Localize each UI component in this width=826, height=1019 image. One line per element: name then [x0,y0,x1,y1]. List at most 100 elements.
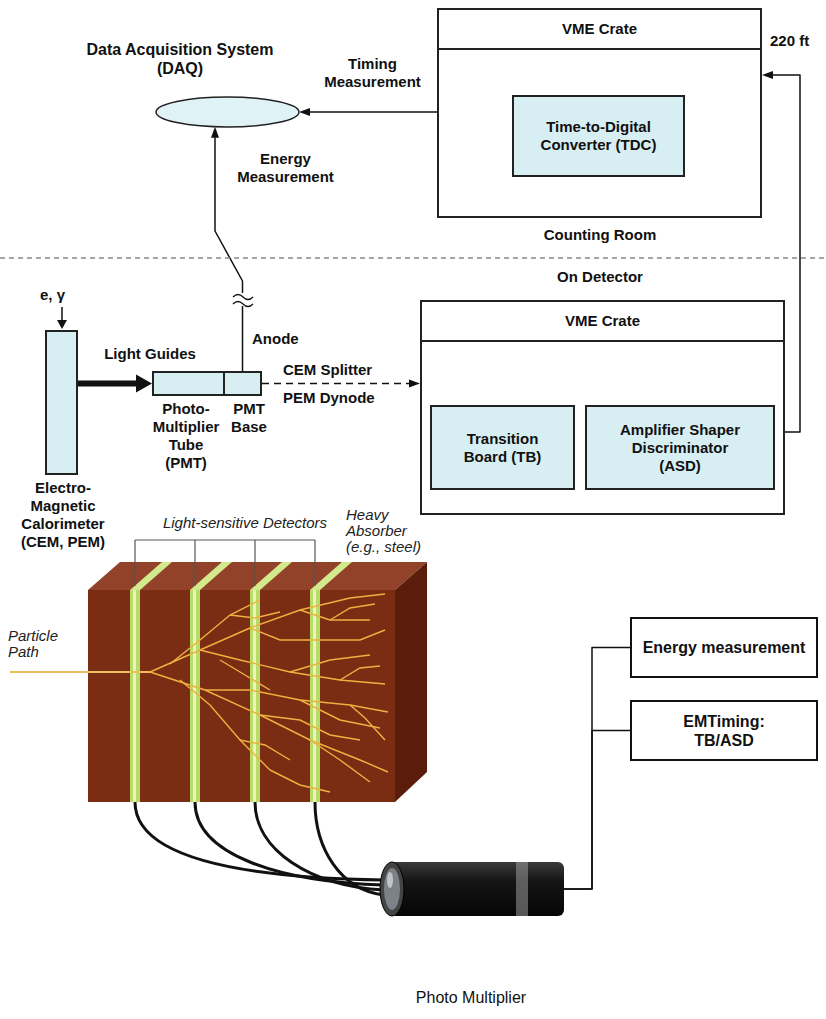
signal-label: PEM Dynode [283,389,393,407]
cable-break-part [233,302,253,307]
detector-bracket-part [194,540,195,586]
particle-shower-part [180,680,270,770]
illustration-label: Heavy Absorber (e.g., steel) [346,507,434,555]
photomultiplier-picture [378,858,564,920]
detector-slabs-part [133,590,136,802]
detector-slabs-part [193,590,196,802]
tube-glass [384,868,400,910]
detector-bracket [135,540,315,586]
box-label: Time-to-Digital Converter (TDC) [539,118,659,154]
arrow-head [136,375,152,393]
glass-highlight [387,872,393,888]
optical-fibers [135,802,384,895]
tube-body [390,862,564,916]
connector [299,108,437,116]
region-label: Counting Room [500,226,700,244]
particle-shower-part [270,770,330,792]
connector-label: 220 ft [770,32,824,50]
connector-line [564,731,630,890]
connector [564,648,630,890]
particle-shower-part [240,740,290,760]
detector-slabs-part [310,590,320,802]
absorber-block-part [88,590,395,802]
connector-line [262,383,412,385]
connector [564,731,630,890]
connector-line [564,648,630,890]
optical-fibers-part [195,802,384,885]
arrow-head [762,71,773,79]
particle-shower-part [200,650,385,684]
detector-bracket-part [134,540,135,586]
tdc-box: Time-to-Digital Converter (TDC) [512,95,685,177]
node-caption: PMT Base [226,400,272,436]
detector-slabs-part [313,590,316,802]
node-caption: Photo Multiplier [378,988,564,1007]
daq-ellipse: Data Acquisition System (DAQ) [70,40,300,128]
particle-shower-part [150,594,385,672]
absorber-block-part [88,562,427,590]
particle-arrow-part [57,320,67,329]
particle-shower [150,594,388,792]
arrow-head [211,127,219,138]
output-box: EMTiming: TB/ASD [630,700,818,761]
detector-bracket-part [314,540,315,586]
particle-shower-part [310,740,370,782]
particle-shower-part [330,604,375,620]
connector [78,375,152,393]
detector-slabs-part [250,590,260,802]
connector-label: CEM Splitter [283,361,393,379]
arrow-head [409,380,420,388]
cable-break-part [233,295,253,300]
particle-shower-part [350,705,385,740]
absorber-block [88,562,427,802]
node-title: Data Acquisition System (DAQ) [70,40,290,78]
photomultiplier: Photo Multiplier [378,858,564,1012]
vme-crate: VME CrateTransition Board (TB) Amplifier … [420,300,785,515]
connector-label: Light Guides [90,345,210,363]
detector-slabs-part [130,590,140,802]
particle-shower-part [300,610,370,620]
particle-shower-part [250,628,385,640]
detector-bracket-part [254,540,255,586]
node-caption: Photo- Multiplier Tube (PMT) [148,400,224,472]
particle-arrow-part [61,307,63,321]
pmt-box: Photo- Multiplier Tube (PMT) [152,371,225,396]
asd-box: Amplifier Shaper Discriminator (ASD) [585,405,775,490]
ellipse-shape [156,97,299,127]
box-label: Transition Board (TB) [463,430,543,466]
cable-break-part [234,293,252,306]
detector-slabs-part [310,562,352,590]
calorimeter-bar: Electro- Magnetic Calorimeter (CEM, PEM) [45,330,78,475]
absorber-block-part [395,562,427,802]
arrow-head [299,108,310,116]
illustration-label: Light-sensitive Detectors [135,515,355,531]
particle-shower-part [340,666,380,680]
box-label: Energy measurement [643,638,806,657]
detector-slabs-part [190,562,232,590]
box-label: EMTiming: TB/ASD [669,712,779,750]
detector-slabs [130,562,352,802]
particle-shower-part [150,672,388,772]
detector-slabs-part [253,590,256,802]
connector-line [307,111,437,113]
box-label: Amplifier Shaper Discriminator (ASD) [615,421,745,475]
pmt-base-box: PMT Base [223,371,262,396]
particle-shower-part [260,715,360,740]
particle-label: e, γ [40,286,94,304]
ellipse-outline [155,96,300,128]
cable-break [233,293,253,307]
connector-label: Timing Measurement [315,55,430,91]
crate-title: VME Crate [422,302,783,342]
particle-shower-part [205,690,388,712]
particle-shower-part [220,660,270,690]
node-caption: Electro- Magnetic Calorimeter (CEM, PEM) [13,479,113,551]
detector-slabs-part [250,562,292,590]
connector [262,380,420,388]
illustration-label: Particle Path [8,628,72,660]
optical-fibers-part [315,802,384,895]
optical-fibers-part [135,802,384,880]
detector-bracket-part [135,539,315,540]
particle-shower-part [170,600,260,664]
vme-crate: VME CrateTime-to-Digital Converter (TDC) [437,8,762,218]
